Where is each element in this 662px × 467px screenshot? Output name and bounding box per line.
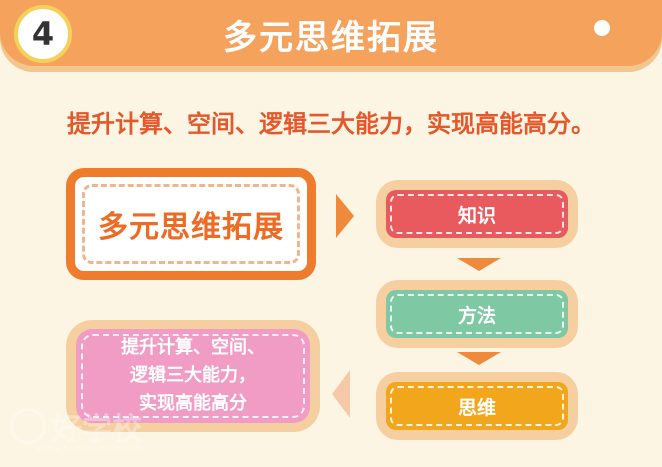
dot-icon [594, 20, 610, 36]
result-line: 实现高能高分 [139, 393, 247, 414]
arrow-down-icon [457, 258, 501, 271]
watermark-logo-icon [10, 408, 46, 444]
arrow-down-icon [457, 352, 501, 365]
header-banner: 4 多元思维拓展 [0, 0, 662, 72]
step-method: 方法 [376, 280, 578, 348]
step-knowledge: 知识 [376, 180, 578, 248]
watermark-url: www.haoxuexiao.com [36, 444, 145, 455]
watermark: 好学校 www.haoxuexiao.com [10, 404, 145, 455]
step-label: 思维 [386, 382, 568, 430]
step-label: 知识 [386, 190, 568, 238]
section-number-badge: 4 [14, 5, 72, 63]
arrow-left-icon [332, 370, 350, 418]
result-box: 提升计算、空间、 逻辑三大能力， 实现高能高分 [66, 320, 320, 432]
page-title: 多元思维拓展 [223, 18, 439, 58]
step-label: 方法 [386, 290, 568, 338]
result-line: 逻辑三大能力， [130, 365, 256, 386]
subtitle: 提升计算、空间、逻辑三大能力，实现高能高分。 [67, 110, 595, 138]
step-thinking: 思维 [376, 372, 578, 440]
main-concept-label: 多元思维拓展 [82, 184, 300, 264]
arrow-right-icon [336, 194, 354, 238]
result-text: 提升计算、空间、 逻辑三大能力， 实现高能高分 [76, 329, 310, 423]
watermark-text: 好学校 [52, 412, 142, 447]
result-line: 提升计算、空间、 [121, 337, 265, 358]
main-concept-box: 多元思维拓展 [66, 168, 316, 280]
